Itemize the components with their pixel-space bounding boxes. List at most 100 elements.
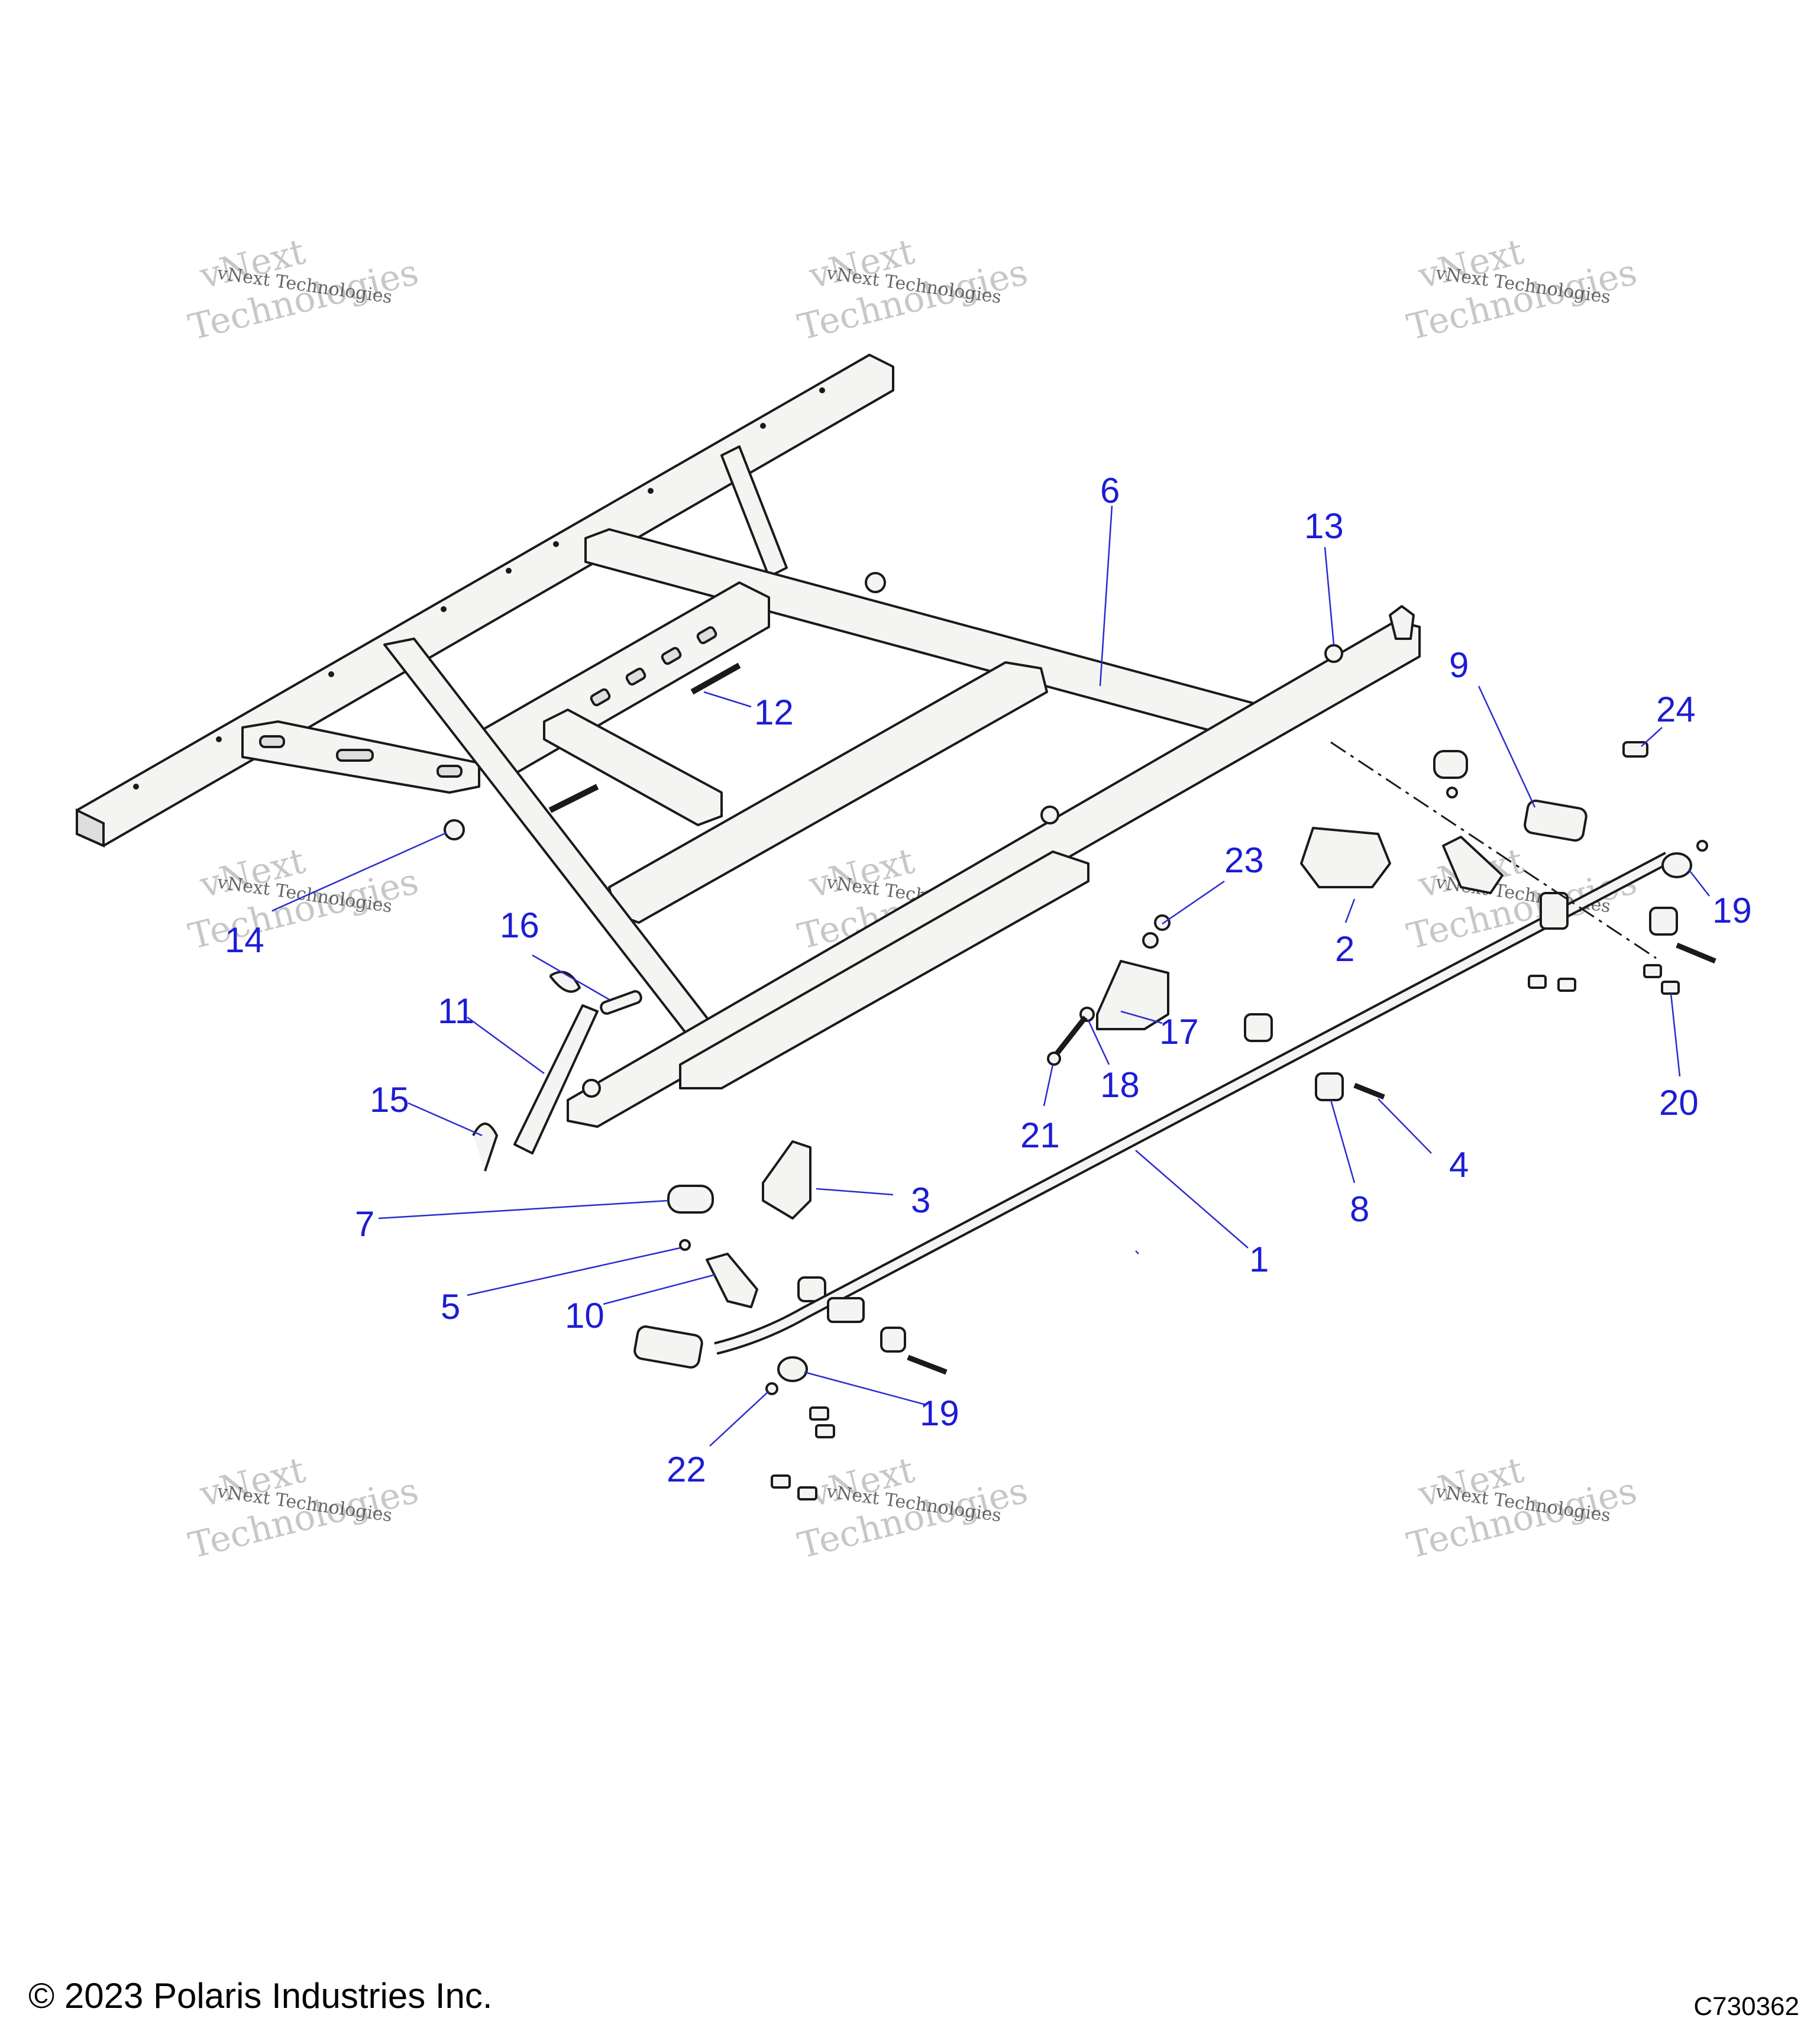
beam-slot (625, 667, 646, 686)
watermark: vNext Technologies vNext Technologies (185, 1450, 422, 1567)
bolt (809, 1406, 829, 1421)
slot (336, 749, 374, 762)
rear-hook (1389, 605, 1415, 640)
left-rail-end (76, 808, 105, 848)
part-19-bushing-upper (1661, 852, 1692, 878)
clamp (1244, 1013, 1273, 1042)
hairpin-clip (549, 971, 581, 993)
callout-15: 15 (370, 1080, 409, 1120)
part-9-sleeve (1524, 799, 1588, 842)
frame-assembly (76, 354, 1421, 1128)
end-link-right (1540, 892, 1569, 930)
leader-20 (1670, 993, 1681, 1077)
leader-5 (467, 1247, 681, 1296)
leader-21 (1043, 1064, 1054, 1107)
callout-22: 22 (667, 1450, 706, 1489)
watermark: vNext Technologies vNext Technologies (794, 1450, 1032, 1567)
grommet-top (865, 572, 886, 593)
callout-17: 17 (1159, 1012, 1199, 1052)
callout-5: 5 (441, 1287, 460, 1327)
part-5-screw (679, 1239, 691, 1251)
leader-15 (408, 1102, 483, 1137)
callout-3: 3 (911, 1181, 930, 1220)
leader-13 (1324, 546, 1335, 645)
bolt (815, 1424, 835, 1438)
callout-16: 16 (500, 905, 539, 945)
leader-18 (1087, 1020, 1110, 1065)
beam-slot (696, 626, 717, 645)
callout-14: 14 (225, 920, 264, 960)
callout-9: 9 (1449, 645, 1469, 685)
grommet-low (582, 1079, 601, 1098)
leader-1-stub (1135, 1250, 1139, 1254)
callout-8: 8 (1350, 1189, 1369, 1229)
bolt (1557, 978, 1576, 992)
leader-24 (1641, 727, 1663, 747)
pin-shaft (548, 784, 599, 813)
callout-19-lower: 19 (920, 1393, 959, 1433)
leader-12 (703, 691, 752, 708)
leader-4 (1378, 1098, 1432, 1154)
bolt-right (1676, 942, 1716, 964)
callout-20: 20 (1659, 1083, 1699, 1123)
leader-3 (816, 1188, 894, 1196)
watermark: vNext Technologies vNext Technologies (794, 231, 1032, 349)
bolt (797, 1486, 817, 1500)
nut-right (1696, 840, 1708, 852)
part-20-bolt (1661, 981, 1680, 995)
small-parts (472, 741, 1716, 1500)
leader-8 (1330, 1099, 1356, 1183)
bolt-head (1047, 1052, 1061, 1066)
watermark: vNext Technologies vNext Technologies (1403, 1450, 1641, 1567)
beam-slot (590, 688, 611, 707)
copyright-notice: © 2023 Polaris Industries Inc. (28, 1976, 493, 2016)
part-8-clamp (1315, 1072, 1344, 1101)
leader-22 (709, 1390, 770, 1447)
watermark: vNext Technologies vNext Technologies (1403, 231, 1641, 349)
callout-18: 18 (1100, 1065, 1140, 1105)
clamp-left (797, 1276, 826, 1302)
leader-17 (1120, 1010, 1163, 1024)
callout-13: 13 (1304, 506, 1344, 546)
leader-9 (1477, 685, 1536, 808)
leader-23 (1162, 880, 1225, 925)
watermark: vNext Technologies vNext Technologies (185, 840, 422, 958)
grommet-mid (1040, 806, 1059, 824)
callout-2: 2 (1335, 929, 1354, 969)
part-17-mount (1096, 960, 1169, 1030)
bolt-left (907, 1354, 948, 1375)
callout-21: 21 (1020, 1115, 1060, 1155)
leader-16 (532, 954, 610, 1001)
right-rail-plate (679, 850, 1089, 1089)
end-link-left (827, 1297, 865, 1323)
callout-24: 24 (1656, 690, 1696, 729)
callout-12: 12 (754, 693, 794, 732)
beam-slot (661, 646, 682, 665)
rail-holes (133, 387, 825, 790)
watermark-group: vNext Technologies vNext Technologies vN… (185, 231, 1641, 1567)
watermark: vNext Technologies vNext Technologies (185, 231, 422, 349)
plate-right (1442, 836, 1504, 894)
callout-1: 1 (1249, 1240, 1269, 1279)
leader-19-upper (1688, 869, 1710, 897)
part-12-bolt (690, 662, 741, 695)
washer (1142, 932, 1159, 949)
part-2-bracket (1300, 827, 1391, 888)
clamp-right (1649, 907, 1678, 936)
callout-10: 10 (565, 1296, 604, 1335)
part-23-nut (1154, 914, 1171, 931)
callout-7: 7 (355, 1204, 374, 1244)
part-10-plate (706, 1253, 758, 1308)
slot (437, 765, 463, 778)
upper-strut (720, 445, 788, 578)
inner-cross-member (543, 709, 723, 826)
screw-right (1446, 787, 1458, 798)
leader-7 (378, 1199, 669, 1220)
bolt (771, 1474, 791, 1489)
bolt (1643, 964, 1662, 978)
leader-14 (271, 832, 447, 912)
clamp-left-2 (880, 1327, 906, 1353)
part-22-screw (765, 1382, 778, 1395)
part-21-bolt (1050, 1015, 1088, 1060)
bushing-sleeve-left (633, 1325, 703, 1369)
